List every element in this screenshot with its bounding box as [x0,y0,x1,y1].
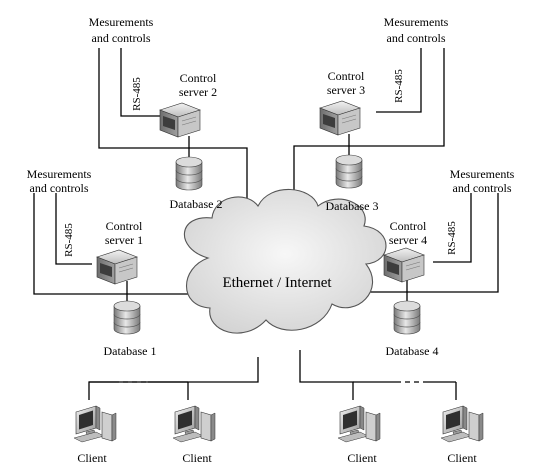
client-labels: Client Client Client Client [77,451,477,465]
connection-lines [33,48,499,400]
controls-label: and controls [453,181,512,195]
control-server-2-icon [159,102,201,138]
database-label: Database 1 [104,344,157,358]
measurements-label: Mesurements [27,167,92,181]
client-4-icon [440,405,484,443]
database-4-icon [393,300,421,335]
controls-label: and controls [30,181,89,195]
control-server-1-icon [96,249,138,285]
server-label-line1: Control [180,71,217,85]
server-label-line1: Control [328,69,365,83]
control-server-3-icon [319,100,361,136]
control-server-4-icon [383,247,425,283]
network-label: Ethernet / Internet [222,275,332,291]
client-label: Client [77,451,107,465]
site-3-labels: Mesurements and controls RS-485 Control … [326,15,449,213]
client-3-icon [337,405,381,443]
server-label-line2: server 2 [179,85,217,99]
database-label: Database 3 [326,199,379,213]
server-label-line1: Control [390,219,427,233]
measurements-label: Mesurements [384,15,449,29]
measurements-label: Mesurements [450,167,515,181]
site-1-labels: Mesurements and controls RS-485 Control … [27,167,157,358]
controls-label: and controls [92,31,151,45]
database-3-icon [335,154,363,189]
server-label-line2: server 1 [105,233,143,247]
database-label: Database 2 [170,197,223,211]
database-label: Database 4 [386,344,439,358]
database-1-icon [113,300,141,335]
measurements-label: Mesurements [89,15,154,29]
site-4-labels: Mesurements and controls RS-485 Control … [386,167,515,358]
rs485-label: RS-485 [63,223,75,257]
client-2-icon [172,405,216,443]
controls-label: and controls [387,31,446,45]
rs485-label: RS-485 [131,77,143,111]
server-label-line2: server 4 [389,233,427,247]
client-label: Client [182,451,212,465]
client-1-icon [73,405,117,443]
client-label: Client [447,451,477,465]
server-label-line2: server 3 [327,83,365,97]
rs485-label: RS-485 [393,69,405,103]
client-label: Client [347,451,377,465]
rs485-label: RS-485 [446,221,458,255]
database-2-icon [175,156,203,191]
site-2-labels: Mesurements and controls RS-485 Control … [89,15,223,211]
server-label-line1: Control [106,219,143,233]
network-cloud [183,188,387,334]
